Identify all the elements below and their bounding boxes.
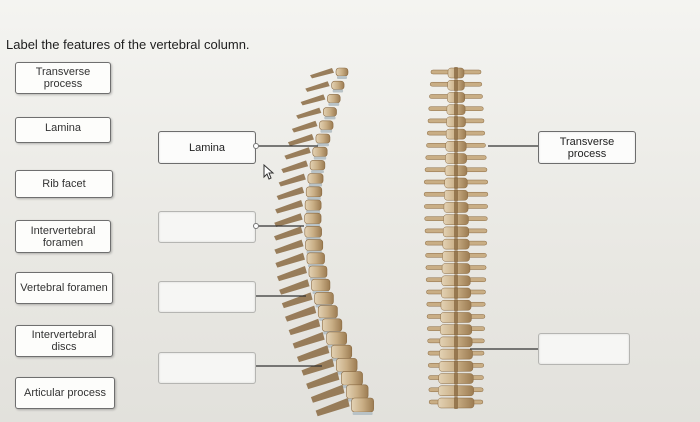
lateral-spine-view [274,68,374,416]
posterior-vertebra [425,226,487,238]
lateral-vertebra [277,187,322,200]
posterior-vertebra [424,177,488,189]
posterior-vertebra [429,385,483,397]
drop-target-6[interactable] [538,333,630,365]
drop-target-4[interactable] [158,352,256,384]
drop-target-2[interactable] [158,211,256,243]
lateral-vertebra [274,226,322,240]
posterior-vertebra [427,324,484,336]
posterior-spine-view [424,67,488,409]
posterior-vertebra [429,104,484,116]
lateral-vertebra [284,147,327,159]
posterior-vertebra [426,275,486,287]
posterior-vertebra [426,140,485,152]
posterior-vertebra [431,67,481,79]
lateral-vertebra [316,398,374,416]
posterior-vertebra [426,263,486,275]
posterior-vertebra [425,165,487,177]
lateral-vertebra [279,174,323,187]
posterior-vertebra [429,373,484,385]
lateral-vertebra [281,160,325,173]
target-anchor-dot [253,223,259,229]
drop-target-3[interactable] [158,281,256,313]
lateral-vertebra [275,253,324,268]
posterior-vertebra [427,311,485,323]
posterior-vertebra [427,299,486,311]
posterior-vertebra [428,336,485,348]
lateral-vertebra [274,213,321,227]
posterior-vertebra [426,153,487,165]
lateral-vertebra [301,94,341,105]
lateral-vertebra [277,266,327,281]
posterior-vertebra [424,189,488,201]
posterior-vertebra [427,128,485,140]
target-anchor-dot [253,143,259,149]
lateral-vertebra [288,134,330,146]
lateral-vertebra [274,240,322,254]
posterior-vertebra [430,79,482,91]
drop-target-1[interactable]: Lamina [158,131,256,164]
posterior-vertebra [426,287,485,299]
posterior-vertebra [428,348,484,360]
posterior-vertebra [425,214,488,226]
lateral-vertebra [292,121,333,133]
posterior-vertebra [425,238,487,250]
cursor-hand-icon [262,164,276,182]
lateral-vertebra [310,68,348,79]
posterior-vertebra [429,397,483,409]
drop-target-5[interactable]: Transverse process [538,131,636,164]
lateral-vertebra [275,200,321,214]
lateral-vertebra [296,108,336,120]
target-label: Lamina [189,142,225,154]
posterior-vertebra [428,116,484,128]
posterior-vertebra [428,360,484,372]
posterior-vertebra [424,201,487,213]
posterior-vertebra [426,250,487,262]
posterior-vertebra [429,91,482,103]
lateral-vertebra [305,81,344,92]
target-label: Transverse process [539,136,635,160]
